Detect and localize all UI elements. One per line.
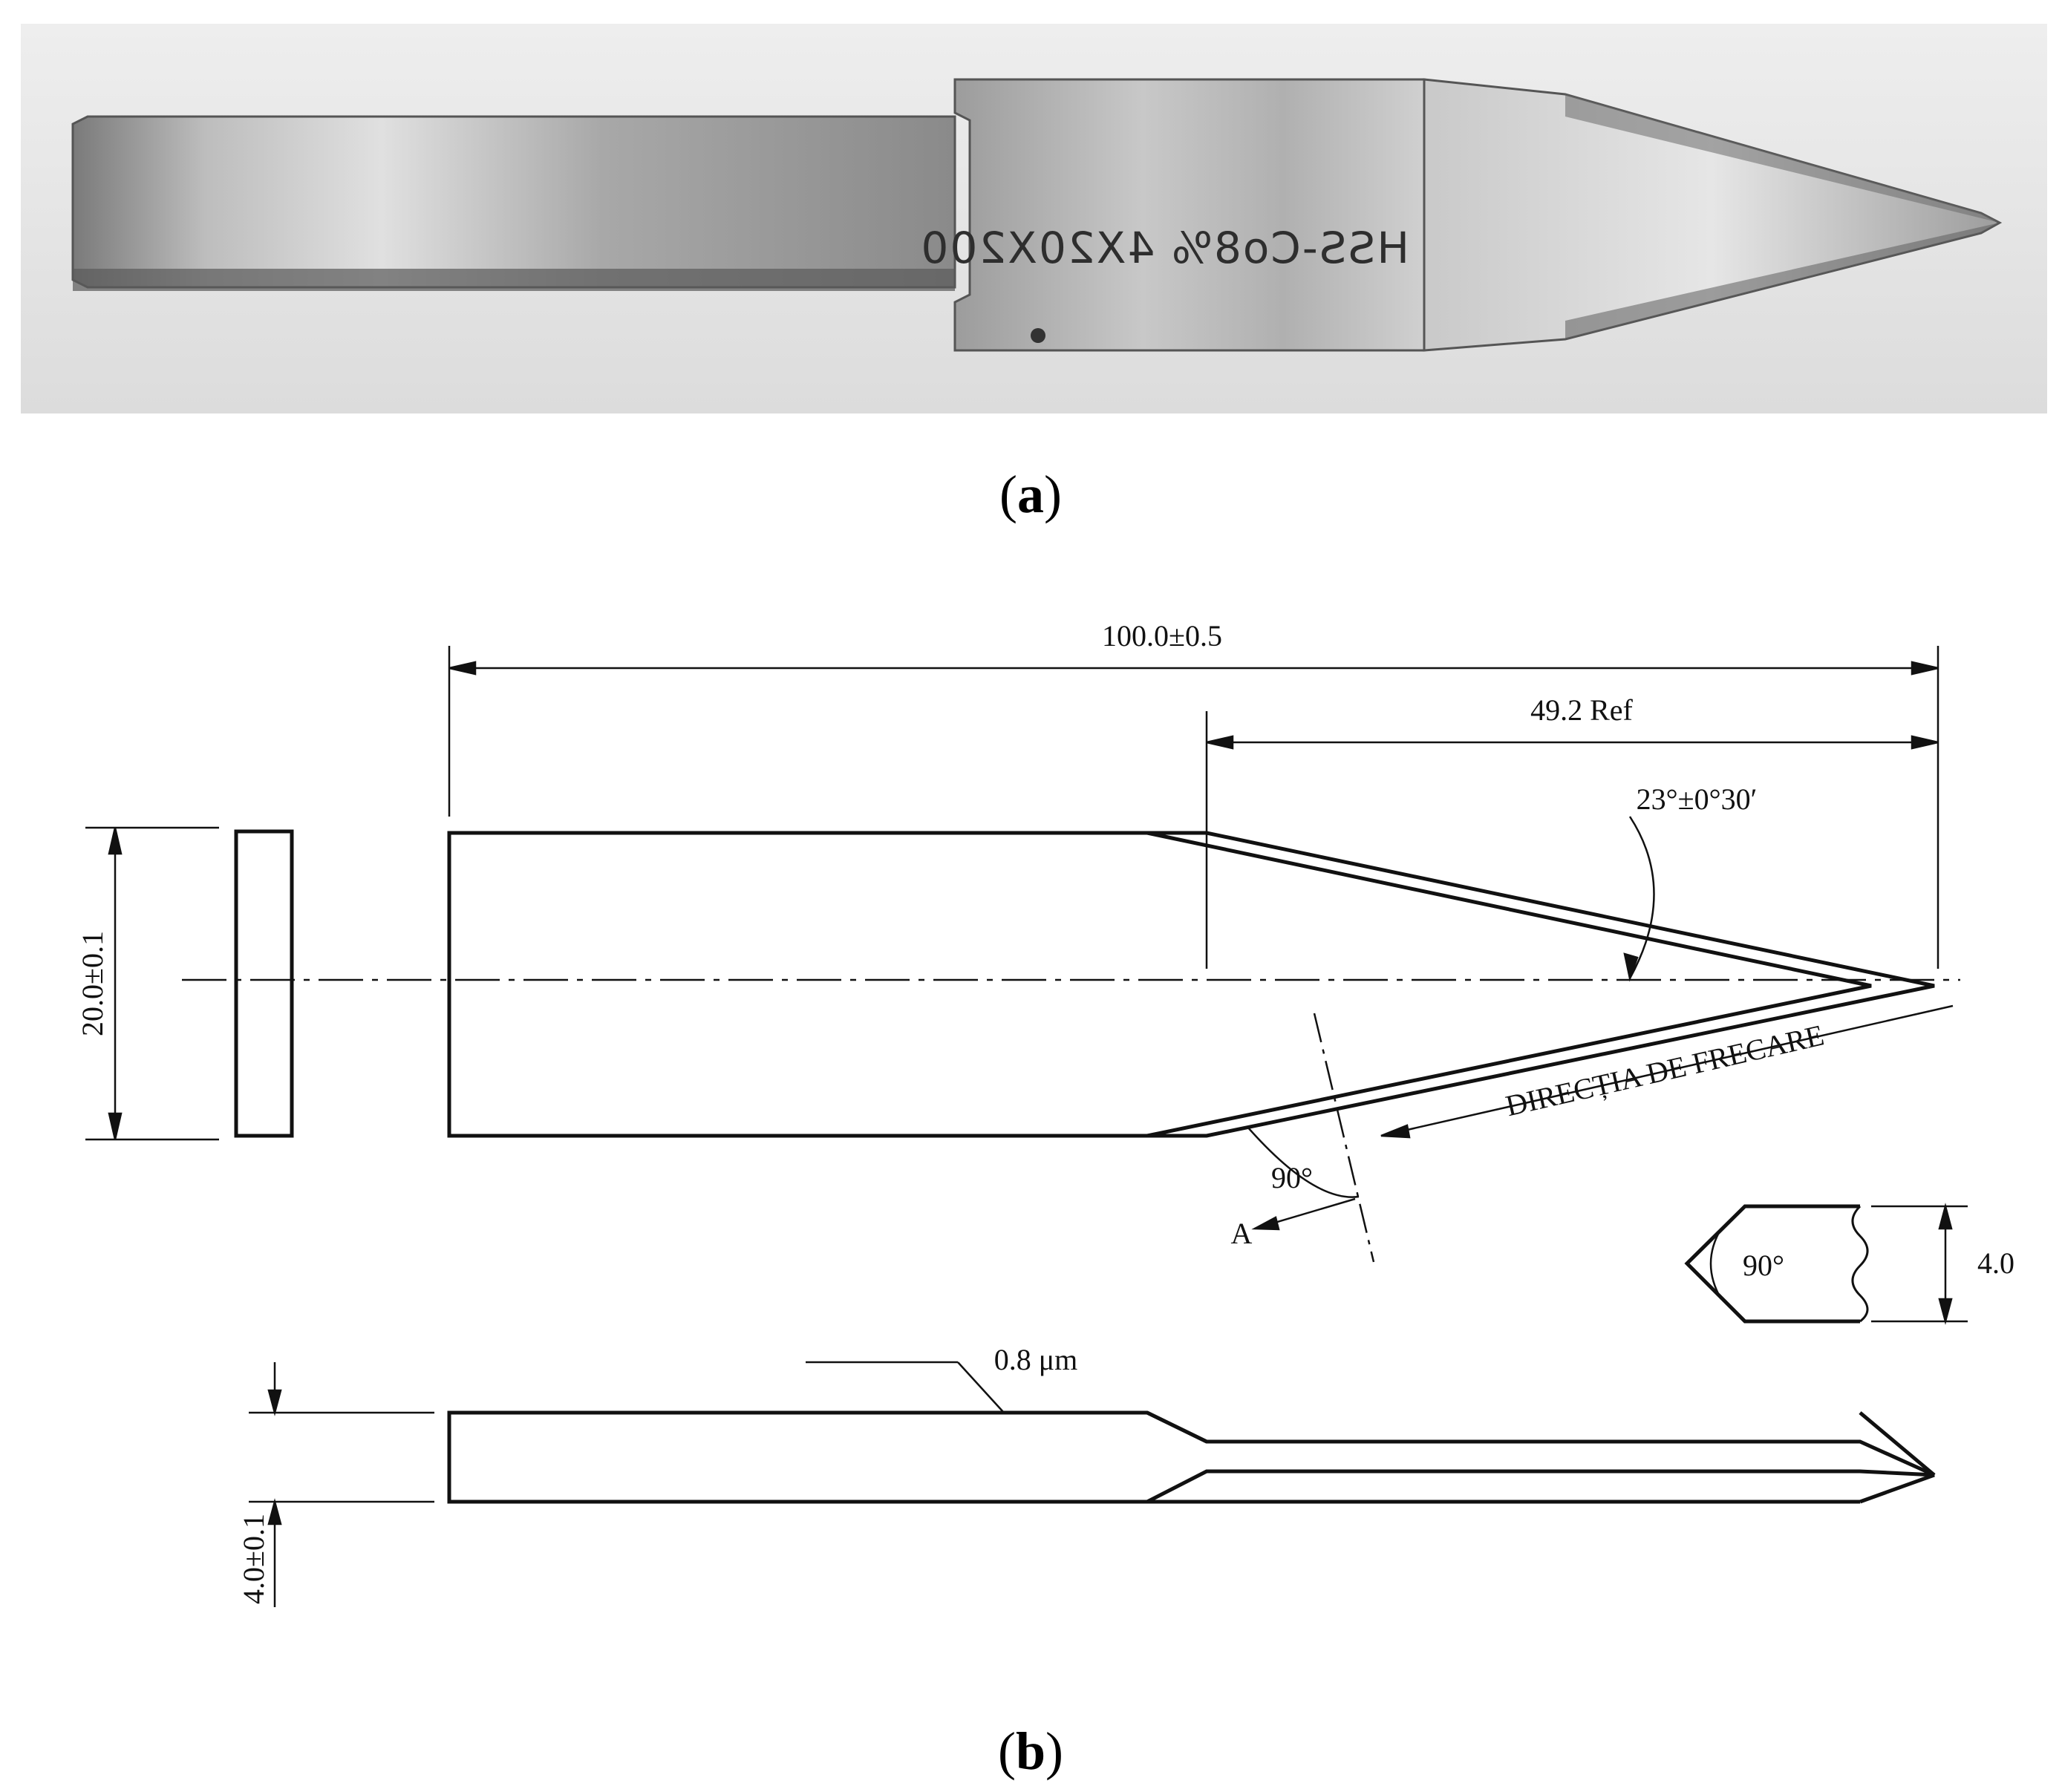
arrow-tip-left <box>1206 735 1234 750</box>
blade-outline-side <box>447 1410 1936 1504</box>
blade-outline-plan <box>447 831 1147 1138</box>
arrow-width-bottom <box>108 1112 123 1140</box>
section-angle-arc <box>1709 1228 1723 1300</box>
blade-hole <box>1031 328 1045 343</box>
arrow-overall-left <box>448 661 477 676</box>
dim-thickness: 4.0±0.1 <box>237 1514 270 1604</box>
side-tip-bottom <box>1859 1473 1935 1504</box>
tip-bevel-lower <box>1565 223 2000 339</box>
bevel-angle-arc <box>1247 1126 1360 1198</box>
blade-shank <box>71 115 956 289</box>
section-angle-label: 90° <box>1743 1249 1784 1282</box>
shank-edge <box>73 269 955 291</box>
end-view <box>234 829 294 1138</box>
arrow-friction <box>1380 1124 1411 1139</box>
section-a-outline <box>1684 1204 1860 1324</box>
blade-photo: HSS-Co8% 4X20X200 <box>21 24 2047 413</box>
tip-angle-arc <box>1628 816 1655 979</box>
friction-direction-label: DIRECȚIA DE FRECARE <box>1503 1018 1827 1122</box>
arrow-section-top <box>1938 1203 1953 1230</box>
dim-tip-angle: 23°±0°30′ <box>1637 782 1758 816</box>
arrow-overall-right <box>1911 661 1939 676</box>
dim-width: 20.0±0.1 <box>76 931 109 1036</box>
panel-label-b: (b) <box>997 1721 1063 1781</box>
panel-label-a: (a) <box>999 465 1062 524</box>
section-height-label: 4.0 <box>1977 1246 2014 1280</box>
dim-tip-length: 49.2 Ref <box>1530 693 1633 727</box>
arrow-section-a <box>1251 1216 1280 1231</box>
section-marker-a: A <box>1231 1217 1253 1250</box>
arrow-tip-angle <box>1623 952 1639 982</box>
arrow-width-top <box>108 827 123 855</box>
bevel-angle-label: 90° <box>1271 1161 1313 1194</box>
dim-overall-length: 100.0±0.5 <box>1102 619 1222 653</box>
side-tip-top <box>1859 1411 1936 1477</box>
section-a-break <box>1851 1205 1869 1323</box>
tip-bevel <box>1565 94 2000 223</box>
roughness-leader-d <box>957 1361 1005 1413</box>
section-a-cut-line <box>1313 1013 1375 1263</box>
technical-drawing: 100.0±0.5 49.2 Ref 23°±0°30′ 20.0±0.1 DI… <box>76 619 2014 1607</box>
arrow-section-bottom <box>1938 1298 1953 1325</box>
side-bevel-top <box>1146 1410 1208 1444</box>
blade-engraving: HSS-Co8% 4X20X200 <box>920 223 1409 273</box>
blade-body <box>953 78 1426 352</box>
arrow-thick-bottom <box>267 1498 282 1526</box>
arrow-thick-top <box>267 1389 282 1416</box>
friction-direction-line <box>1380 1004 1954 1137</box>
roughness-label: 0.8 μm <box>994 1343 1078 1376</box>
arrow-tip-right <box>1911 735 1939 750</box>
